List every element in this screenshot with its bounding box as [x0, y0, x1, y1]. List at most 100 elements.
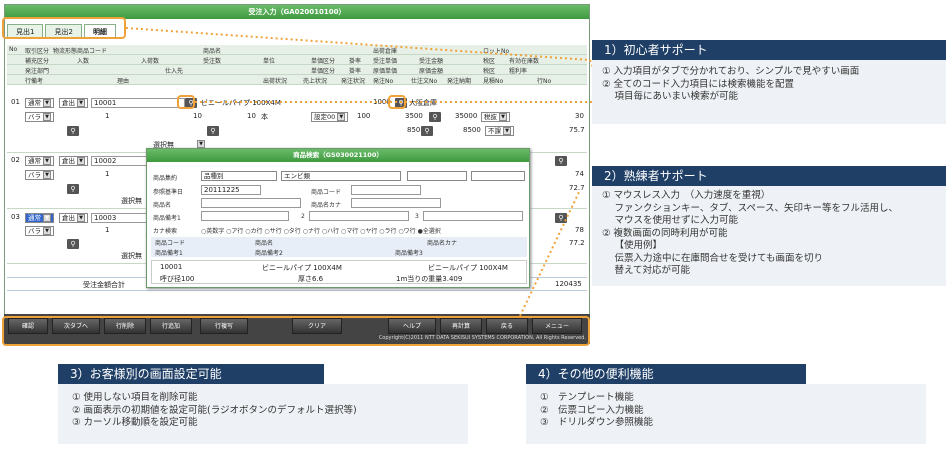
copy-row-button[interactable]: 行複写 [200, 318, 248, 334]
result-col: 商品コード [155, 240, 186, 247]
remark3-input[interactable] [423, 211, 523, 221]
search-icon[interactable]: ⚲ [185, 98, 197, 108]
flow-select[interactable]: 倉出 ▼ [59, 98, 89, 108]
menu-button[interactable]: メニュー [532, 318, 582, 334]
kind-select[interactable]: 通常 ▼ [25, 156, 55, 166]
column-header-row: 発注部門 仕入先 単価区分 掛率 原価単価 原価金額 税区 粗利率 [7, 65, 587, 75]
order-qty: 10 [247, 112, 256, 120]
cost-tax-select[interactable]: 不課 ▼ [485, 126, 515, 136]
annotation-body: ① テンプレート機能 ② 伝票コピー入力機能 ③ ドリルダウン参照機能 [526, 384, 926, 444]
recalc-button[interactable]: 再計算 [440, 318, 482, 334]
annotation-body: ① 使用しない項目を削除可能 ② 画面表示の初期値を設定可能(ラジオボタンのデフ… [58, 384, 468, 444]
column-header: 単価区分 [311, 58, 336, 65]
line-number: 02 [11, 156, 20, 164]
unit-price: 3500 [405, 112, 423, 120]
unit-type-select[interactable]: バラ ▼ [25, 226, 55, 236]
cost-price: 850 [407, 126, 421, 134]
ref-date-input[interactable]: 20111225 [201, 185, 261, 195]
product-code-input[interactable]: 10001 [91, 98, 185, 108]
kind-select[interactable]: 通常 ▼ [25, 98, 55, 108]
unit-type-value: バラ [28, 113, 41, 121]
column-header: 受注金額 [419, 58, 444, 65]
result-row[interactable]: 10001 ビニールパイプ 100X4M ビニールパイプ 100X4M 呼び径1… [151, 260, 527, 284]
result-code: 10001 [160, 263, 183, 271]
column-header: 理由 [117, 78, 130, 85]
column-header: ロットNo [483, 48, 510, 55]
table-row: ⚲ 72.7 [7, 183, 587, 195]
margin-rate: 77.2 [569, 239, 585, 247]
annotation-line: ① マウスレス入力 （入力速度を重視） [602, 190, 771, 201]
delete-row-button[interactable]: 行削除 [104, 318, 146, 334]
search-icon[interactable]: ⚲ [555, 213, 567, 223]
price-set-select[interactable]: 設定00 ▼ [311, 112, 349, 122]
product-search-dialog: 商品検索（GS030021100） 商品集約 品種別 エンビ類 参照基準日 20… [146, 148, 530, 288]
group-select[interactable]: 品種別 [201, 171, 277, 181]
annotation-title: 3）お客様別の画面設定可能 [58, 364, 324, 384]
annotation-line: ① 入力項目がタブで分かれており、シンプルで見やすい画面 [602, 66, 860, 77]
column-header: 仕入先 [165, 68, 184, 75]
search-icon[interactable]: ⚲ [67, 239, 79, 249]
group-value: 品種別 [204, 172, 224, 180]
kind-select[interactable]: 通常 ▼ [25, 213, 55, 223]
clear-button[interactable]: クリア [292, 318, 342, 334]
search-icon[interactable]: ⚲ [207, 126, 219, 136]
group-select-3[interactable] [407, 171, 467, 181]
table-row: バラ ▼ 1 10 10 本 設定00 ▼ 100 3500 ⚲ 35000 税… [7, 111, 587, 123]
table-row: 02 通常 ▼ 倉出 ▼ 10002 ⚲ [7, 155, 587, 167]
add-row-button[interactable]: 行追加 [150, 318, 192, 334]
confirm-button[interactable]: 確認 [8, 318, 48, 334]
column-header: 単価区分 [311, 68, 336, 75]
column-header: 原価金額 [419, 68, 444, 75]
stock: 78 [575, 226, 584, 234]
search-icon[interactable]: ⚲ [67, 126, 79, 136]
search-highlight [177, 95, 195, 109]
function-key-bar: 確認 次タブへ 行削除 行追加 行複写 クリア ヘルプ 再計算 戻る メニュー … [4, 314, 590, 344]
search-icon[interactable]: ⚲ [421, 126, 433, 136]
flow-select[interactable]: 倉出 ▼ [59, 213, 89, 223]
code-label: 商品コード [311, 189, 342, 196]
warehouse-name: 大阪倉庫 [409, 99, 437, 107]
kana-input[interactable] [351, 198, 441, 208]
chevron-down-icon[interactable]: ▼ [197, 140, 205, 148]
annotation-line: ② 複数画面の同時利用が可能 [602, 227, 728, 239]
chevron-down-icon: ▼ [499, 113, 508, 121]
chevron-down-icon: ▼ [337, 113, 346, 121]
back-button[interactable]: 戻る [486, 318, 528, 334]
unit: 本 [261, 113, 268, 121]
annotation-line: ① 使用しない項目を削除可能 [72, 392, 198, 403]
incoming-qty: 10 [193, 112, 202, 120]
tax-select[interactable]: 税抜 ▼ [481, 112, 511, 122]
remark-label: 商品備考1 [153, 215, 181, 222]
column-header: 掛率 [349, 68, 362, 75]
annotation-line: 伝票入力途中に在庫問合せを受けても画面を切り [602, 252, 824, 264]
unit-type-select[interactable]: バラ ▼ [25, 112, 55, 122]
next-tab-button[interactable]: 次タブへ [52, 318, 100, 334]
column-header: 税区 [483, 68, 496, 75]
remark2-input[interactable] [309, 211, 409, 221]
annotation-custom-screen: 3）お客様別の画面設定可能 ① 使用しない項目を削除可能 ② 画面表示の初期値を… [58, 364, 468, 444]
annotation-line: ③ カーソル移動順を設定可能 [72, 417, 198, 428]
total-label: 受注金額合計 [83, 281, 125, 289]
code-input[interactable] [351, 185, 421, 195]
search-icon[interactable]: ⚲ [555, 156, 567, 166]
kana-radio-group[interactable]: ○英数字 ○ア行 ○カ行 ○サ行 ○タ行 ○ナ行 ○ハ行 ○マ行 ○ヤ行 ○ラ行… [201, 228, 441, 235]
group-select-4[interactable] [471, 171, 525, 181]
qty-per-pack: 1 [105, 226, 110, 234]
result-name: ビニールパイプ 100X4M [262, 264, 342, 272]
flow-value: 倉出 [62, 214, 75, 222]
unit-type-select[interactable]: バラ ▼ [25, 170, 55, 180]
annotation-body: ① マウスレス入力 （入力速度を重視） ファンクションキー、タブ、スペース、矢印… [592, 186, 946, 286]
flow-select[interactable]: 倉出 ▼ [59, 156, 89, 166]
search-icon[interactable]: ⚲ [67, 184, 79, 194]
copyright-text: Copyright(C)2011 NTT DATA SEKISUI SYSTEM… [378, 335, 586, 341]
remark2-num: 2 [301, 213, 305, 220]
group-select-2[interactable]: エンビ類 [281, 171, 401, 181]
annotation-line: ② 画面表示の初期値を設定可能(ラジオボタンのデフォルト選択等) [72, 404, 357, 416]
annotation-line: ① テンプレート機能 [540, 392, 634, 403]
kana-label: 商品名カナ [311, 202, 342, 209]
search-icon[interactable]: ⚲ [429, 112, 441, 122]
name-input[interactable] [201, 198, 301, 208]
help-button[interactable]: ヘルプ [388, 318, 436, 334]
remark1-input[interactable] [201, 211, 289, 221]
group-value-2: エンビ類 [284, 172, 310, 180]
